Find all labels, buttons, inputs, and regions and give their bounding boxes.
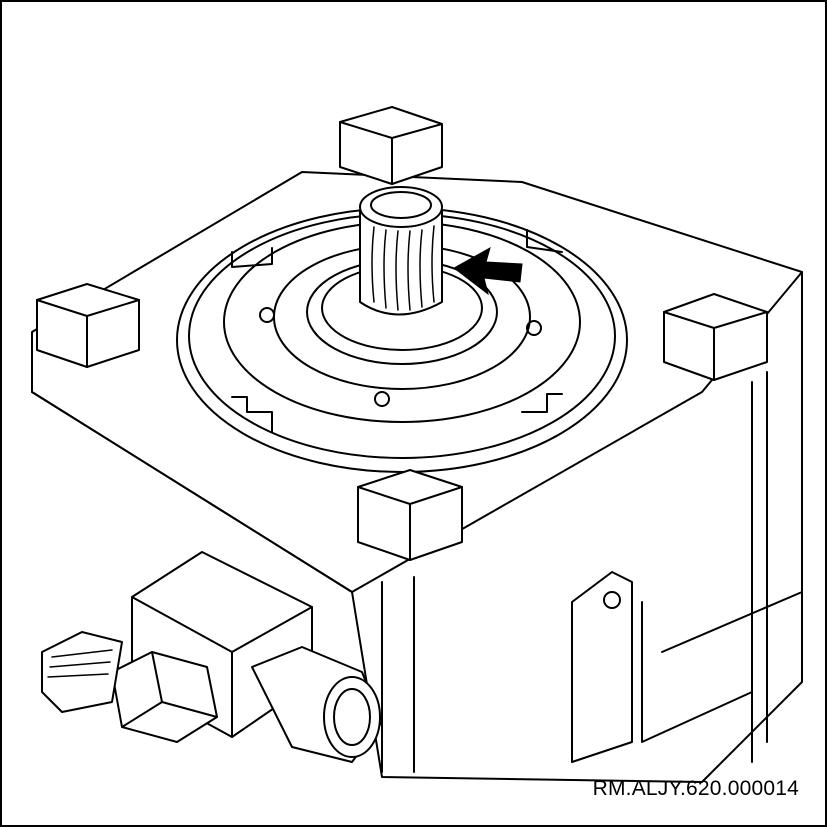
pipe-fitting [251, 646, 383, 763]
hex-plug [111, 651, 218, 743]
hex-bolt-top [339, 106, 443, 185]
side-bracket [571, 571, 633, 763]
hex-bolt-right [663, 293, 768, 381]
arrow-icon [453, 246, 523, 296]
hose-connector [41, 631, 123, 713]
hex-bolt-left [36, 283, 140, 368]
hex-bolt-front [357, 469, 463, 561]
reference-code: RM.ALJY.620.000014 [592, 777, 799, 800]
splined-shaft [359, 186, 443, 316]
